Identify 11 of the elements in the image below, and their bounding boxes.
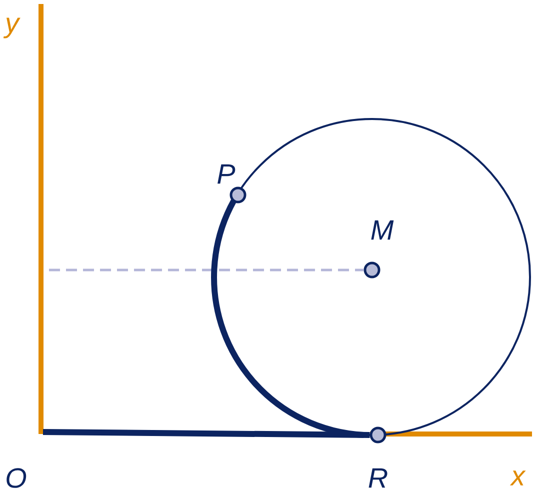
point-marker — [370, 426, 386, 444]
point-label: P — [218, 164, 236, 184]
point-marker — [364, 262, 380, 278]
axis-label: O — [6, 468, 26, 488]
line — [42, 429, 370, 438]
point-marker — [230, 186, 246, 204]
dashed-line — [49, 268, 364, 272]
point-label: M — [371, 220, 394, 240]
axis-label: x — [510, 470, 526, 486]
point-label: R — [368, 468, 388, 488]
axis-label: y — [3, 18, 20, 38]
